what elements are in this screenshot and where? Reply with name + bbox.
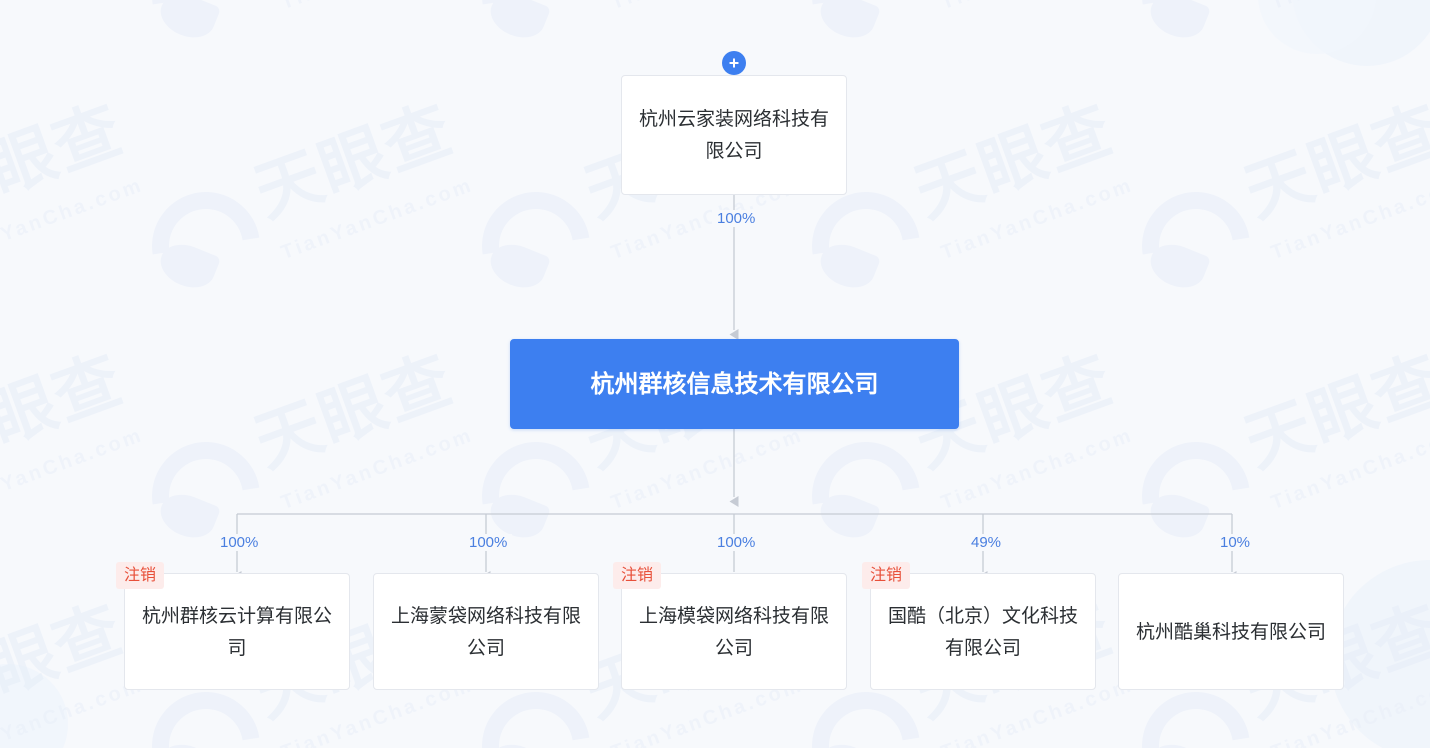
node-subsidiary-5[interactable]: 杭州酷巢科技有限公司 <box>1118 573 1344 690</box>
edge-label-main-sub3: 100% <box>712 534 761 551</box>
node-label: 杭州群核信息技术有限公司 <box>590 370 879 398</box>
node-label: 杭州云家装网络科技有限公司 <box>638 108 829 162</box>
status-badge: 注销 <box>116 562 165 589</box>
node-shareholder-root[interactable]: 杭州云家装网络科技有限公司 <box>621 75 847 195</box>
edge-label-main-sub1: 100% <box>215 534 264 551</box>
node-label: 上海蒙袋网络科技有限公司 <box>390 604 581 659</box>
node-label: 上海模袋网络科技有限公司 <box>638 604 829 659</box>
edge-label-main-sub2: 100% <box>464 534 513 551</box>
node-subsidiary-3[interactable]: 注销 上海模袋网络科技有限公司 <box>613 562 847 690</box>
node-label: 国酷（北京）文化科技有限公司 <box>887 604 1078 659</box>
status-badge: 注销 <box>613 562 662 589</box>
expand-parent-button[interactable] <box>722 51 746 75</box>
edge-label-main-sub5: 10% <box>1215 534 1256 551</box>
node-label: 杭州酷巢科技有限公司 <box>1135 620 1326 643</box>
node-subsidiary-1[interactable]: 注销 杭州群核云计算有限公司 <box>116 562 350 690</box>
node-subsidiary-4[interactable]: 注销 国酷（北京）文化科技有限公司 <box>862 562 1096 690</box>
node-label: 杭州群核云计算有限公司 <box>141 604 332 659</box>
status-badge: 注销 <box>862 562 911 589</box>
node-subsidiary-2[interactable]: 上海蒙袋网络科技有限公司 <box>373 573 599 690</box>
edge-label-main-sub4: 49% <box>966 534 1007 551</box>
edge-label-root-main: 100% <box>712 210 761 227</box>
node-focus-company[interactable]: 杭州群核信息技术有限公司 <box>510 339 959 429</box>
plus-icon <box>729 58 739 68</box>
